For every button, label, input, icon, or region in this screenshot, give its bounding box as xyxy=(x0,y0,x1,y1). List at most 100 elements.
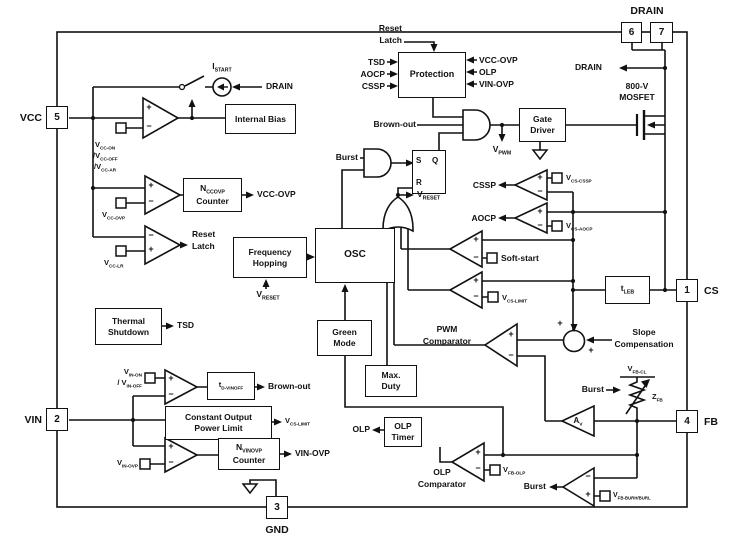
vcc-ovp-ref-label: VCC-OVP xyxy=(102,210,126,221)
vcc-ovp-signal-label: VCC-OVP xyxy=(257,189,296,199)
burst-and-gate xyxy=(363,148,392,178)
istart-label: ISTART xyxy=(212,61,232,74)
vcclr-plus: + xyxy=(148,244,154,254)
latch-s-label: S xyxy=(416,156,422,165)
pin-vcc-label: VCC xyxy=(19,112,42,124)
pin-drain-label: DRAIN xyxy=(630,5,664,17)
vpwm-label: VPWM xyxy=(492,144,512,157)
vfb-olp-ref-label: VFB-OLP xyxy=(503,465,526,476)
vinovp-minus: − xyxy=(168,457,174,467)
uvlo-plus: + xyxy=(146,102,152,112)
vcc-off-ref-label: /VCC-OFF xyxy=(93,151,118,162)
aocp-ref-box xyxy=(551,220,563,232)
vcc-ovp-ref-box xyxy=(115,197,127,209)
limit-plus: + xyxy=(473,275,479,285)
brown-out-in-label: Brown-out xyxy=(373,119,417,129)
internal-bias-block: Internal Bias xyxy=(225,104,296,134)
vinon-plus: + xyxy=(168,373,174,383)
vcc-uvlo-ref-box xyxy=(115,122,127,134)
uvlo-minus: − xyxy=(146,121,152,131)
soft-plus: + xyxy=(473,234,479,244)
av-label: AV xyxy=(573,416,583,428)
vin-on-ref-label: VIN-ON xyxy=(123,367,142,378)
vfb-burst-ref-label: VFB-BURH/BURL xyxy=(613,492,651,501)
vin-ovp-ref-box xyxy=(139,458,151,470)
tsd-signal-label: TSD xyxy=(177,320,194,330)
startup-current-source xyxy=(178,77,232,97)
vinovp-plus: + xyxy=(168,441,174,451)
fb-olp-ref-box xyxy=(489,464,501,476)
burst-comparator xyxy=(561,466,595,508)
vcclr-minus: − xyxy=(148,230,154,240)
vin-onoff-comparator xyxy=(164,368,199,406)
olp-comparator-label-1: OLP xyxy=(433,467,451,477)
burst-zfb-label: Burst xyxy=(581,384,604,394)
summer-plus-right: + xyxy=(588,345,594,355)
cs-limit-comparator xyxy=(448,270,483,310)
junction-dots xyxy=(90,65,668,458)
burst-in-label: Burst xyxy=(335,152,358,162)
vin-onoff-ref-box xyxy=(144,372,156,384)
vcc-lr-ref-box xyxy=(115,245,127,257)
slope-label-1: Slope xyxy=(632,327,656,337)
pwm-plus: + xyxy=(508,329,514,339)
power-mosfet xyxy=(635,110,655,140)
vcc-uvlo-comparator xyxy=(142,96,180,140)
cssp-plus: + xyxy=(537,172,543,182)
gnd-ground-icon xyxy=(241,483,259,495)
burst-out-label: Burst xyxy=(523,481,546,491)
cssp-comparator xyxy=(513,168,548,202)
aocp-comparator xyxy=(513,201,548,235)
zfb-label: ZFB xyxy=(652,392,663,403)
sr-latch-block xyxy=(412,150,446,194)
vinon-minus: − xyxy=(168,389,174,399)
driver-ground-icon xyxy=(531,149,549,161)
pin-cs: 1 xyxy=(676,279,698,302)
output-and-gate xyxy=(462,109,491,141)
vin-ovp-ref-label: VIN-OVP xyxy=(116,458,138,469)
pin-drain-7: 7 xyxy=(650,22,673,43)
arrowheads xyxy=(166,44,650,491)
soft-start-label: Soft-start xyxy=(501,253,539,263)
reset-latch-in-label-2: Latch xyxy=(379,35,402,45)
cssp-minus: − xyxy=(537,186,543,196)
max-duty-block: Max.Duty xyxy=(365,365,417,397)
vcs-limit-signal-label: VCS-LIMIT xyxy=(285,416,311,427)
vcs-cssp-ref-label: VCS-CSSP xyxy=(566,173,592,184)
vfb-cl-label: VFB-CL xyxy=(627,364,647,375)
vreset-tap-label: VRESET xyxy=(417,189,441,202)
vcs-aocp-ref-label: VCS-AOCP xyxy=(566,221,593,232)
reset-latch-out-label-2: Latch xyxy=(192,241,215,251)
latch-q-label: Q xyxy=(432,156,439,165)
slope-label-2: Compensation xyxy=(614,339,674,349)
reset-latch-out-label-1: Reset xyxy=(192,229,216,239)
aocp-in-label: AOCP xyxy=(360,69,385,79)
olp-signal-label: OLP xyxy=(352,424,370,434)
pwm-minus: − xyxy=(508,350,514,360)
mosfet-label-2: MOSFET xyxy=(619,92,655,102)
tsd-in-label: TSD xyxy=(368,57,385,67)
pin-vin-label: VIN xyxy=(24,414,42,426)
vin-ovp-in-label: VIN-OVP xyxy=(479,79,514,89)
burst-plus: + xyxy=(585,489,591,499)
pwm-comparator-shape xyxy=(483,322,518,368)
pwm-comparator-label-1: PWM xyxy=(436,324,458,334)
reset-or-gate xyxy=(382,196,414,233)
vin-ovp-comparator xyxy=(164,436,199,474)
olp-plus: + xyxy=(475,447,481,457)
fb-burst-ref-box xyxy=(599,490,611,502)
ic-border xyxy=(56,31,688,508)
vcc-lr-comparator xyxy=(144,224,182,266)
av-amplifier xyxy=(560,404,595,438)
olp-in-label: OLP xyxy=(479,67,497,77)
protection-block: Protection xyxy=(398,52,466,98)
brown-out-signal-label: Brown-out xyxy=(268,381,311,391)
reset-latch-in-label-1: Reset xyxy=(378,23,402,33)
cssp-in-label: CSSP xyxy=(361,81,385,91)
